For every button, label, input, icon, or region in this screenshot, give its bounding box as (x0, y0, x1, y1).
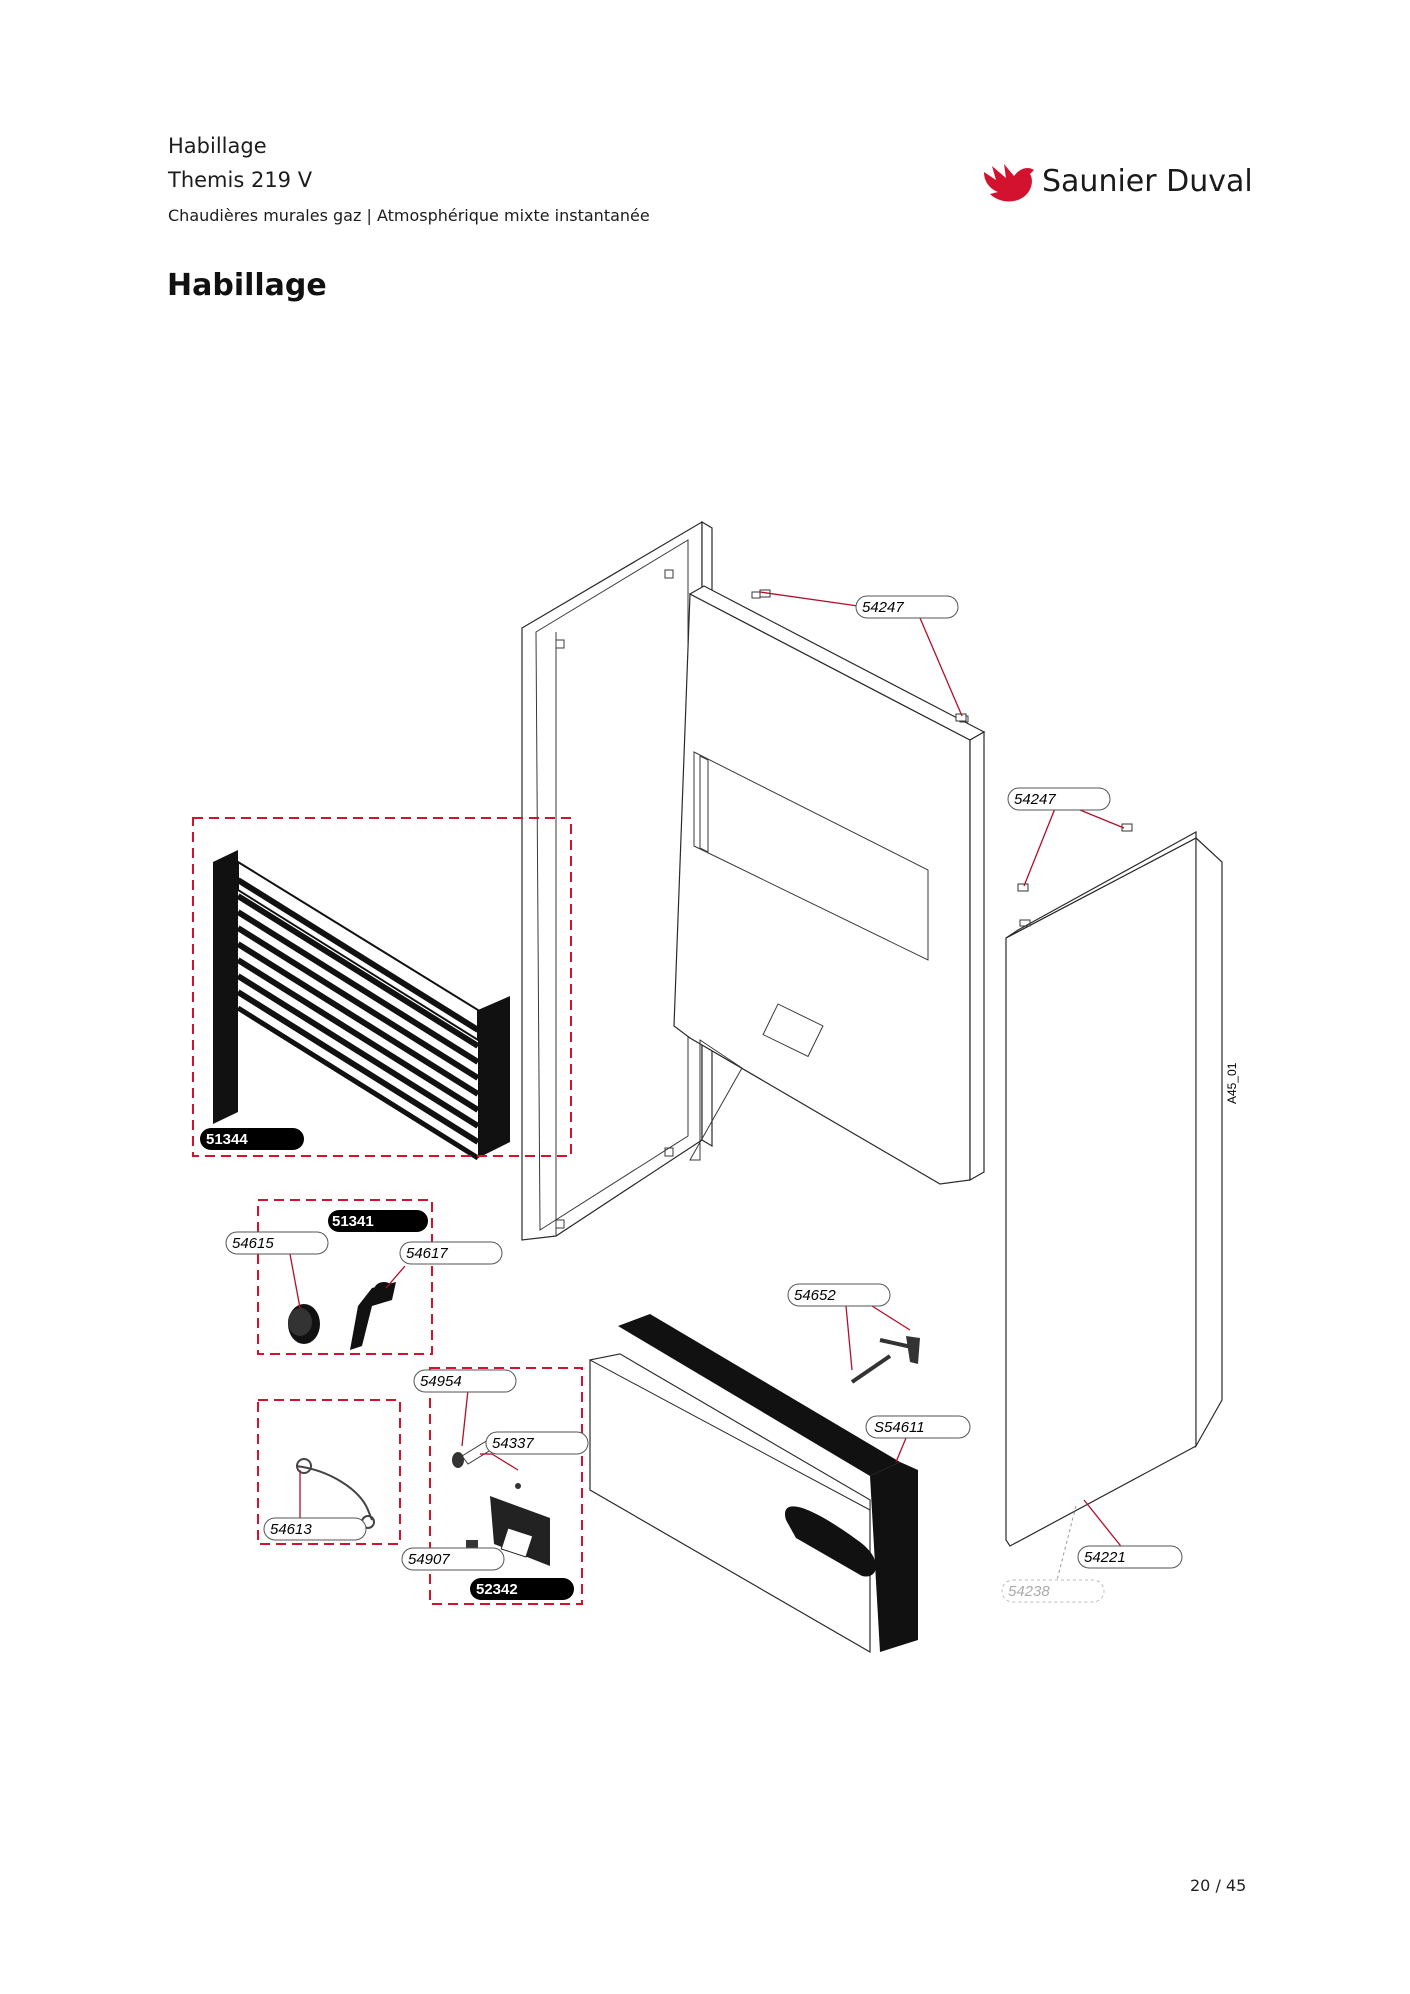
grille-part (213, 850, 510, 1161)
callout-54238: 54238 (1008, 1583, 1050, 1600)
callout-S54611: S54611 (874, 1419, 925, 1436)
callout-54954: 54954 (420, 1373, 462, 1390)
callout-54615: 54615 (232, 1235, 274, 1252)
callout-54617: 54617 (406, 1245, 448, 1262)
brand-name: Saunier Duval (1042, 164, 1253, 199)
leader-lines (289, 591, 1125, 1585)
page-title: Habillage (167, 268, 327, 303)
callout-54907: 54907 (408, 1551, 450, 1568)
figure-code: A45_01 (1225, 1062, 1239, 1104)
callouts: 54247 54247 51344 51341 54615 54617 5465… (200, 595, 1239, 1603)
page-number: 20 / 45 (1190, 1876, 1247, 1895)
callout-54247-a: 54247 (862, 599, 904, 616)
callout-51341: 51341 (332, 1213, 374, 1230)
header-section: Habillage (168, 134, 267, 158)
callout-51344: 51344 (206, 1131, 248, 1148)
header-category: Chaudières murales gaz | Atmosphérique m… (168, 206, 650, 225)
callout-54247-b: 54247 (1014, 791, 1056, 808)
header-model: Themis 219 V (168, 168, 313, 192)
group-box-51341 (257, 1199, 433, 1355)
group-box-54613 (257, 1399, 401, 1545)
lower-door (588, 1314, 918, 1654)
callout-54221: 54221 (1084, 1549, 1126, 1566)
front-casing (673, 585, 986, 1185)
group-box-52342 (429, 1367, 583, 1605)
right-panel (1005, 830, 1223, 1547)
small-parts (288, 589, 1133, 1566)
callout-54652: 54652 (794, 1287, 836, 1304)
callout-52342: 52342 (476, 1581, 518, 1598)
callout-54613: 54613 (270, 1521, 312, 1538)
group-box-51344 (192, 817, 572, 1157)
callout-54337: 54337 (492, 1435, 534, 1452)
saunier-duval-bird-logo (984, 164, 1034, 202)
